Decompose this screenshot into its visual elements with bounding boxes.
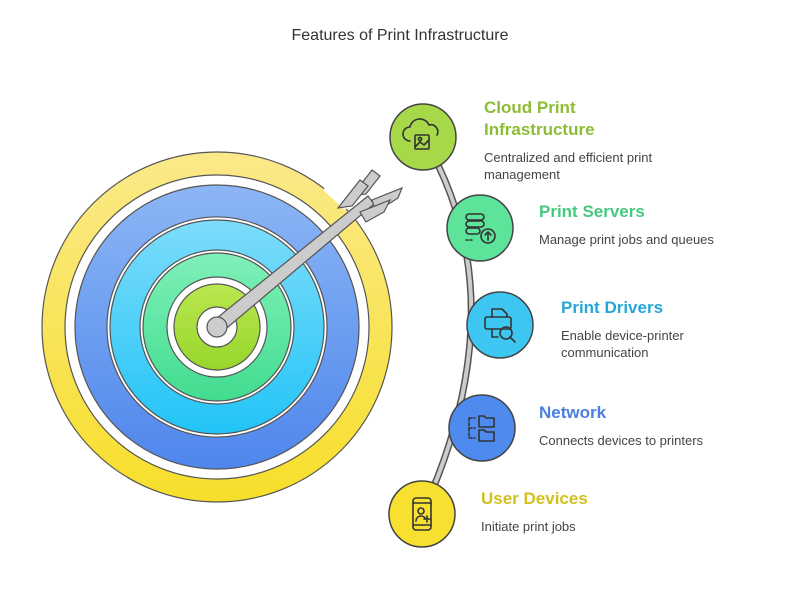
cloud-image-icon bbox=[402, 118, 439, 150]
arrow-icon bbox=[206, 169, 404, 338]
feature-title: Print Drivers bbox=[561, 298, 664, 317]
printer-search-icon bbox=[484, 308, 516, 343]
feature-description: Connects devices to printers bbox=[539, 433, 704, 448]
feature-circle-2 bbox=[466, 291, 534, 359]
ring-yellow bbox=[41, 151, 393, 503]
feature-circle-4 bbox=[388, 480, 456, 548]
diagram-title: Features of Print Infrastructure bbox=[291, 27, 509, 44]
feature-circle-0 bbox=[389, 103, 457, 171]
folder-network-icon bbox=[468, 415, 495, 442]
feature-circle-3 bbox=[448, 394, 516, 462]
ring-blue bbox=[74, 184, 360, 470]
feature-title: User Devices bbox=[481, 489, 588, 508]
feature-circle-1 bbox=[446, 194, 514, 262]
feature-title: Network bbox=[539, 403, 607, 422]
feature-description: Manage print jobs and queues bbox=[539, 232, 714, 247]
feature-title: Print Servers bbox=[539, 202, 645, 221]
ring-cyan bbox=[109, 219, 325, 435]
server-upload-icon bbox=[465, 213, 496, 244]
phone-user-add-icon bbox=[412, 497, 432, 531]
feature-description: Initiate print jobs bbox=[481, 519, 576, 534]
